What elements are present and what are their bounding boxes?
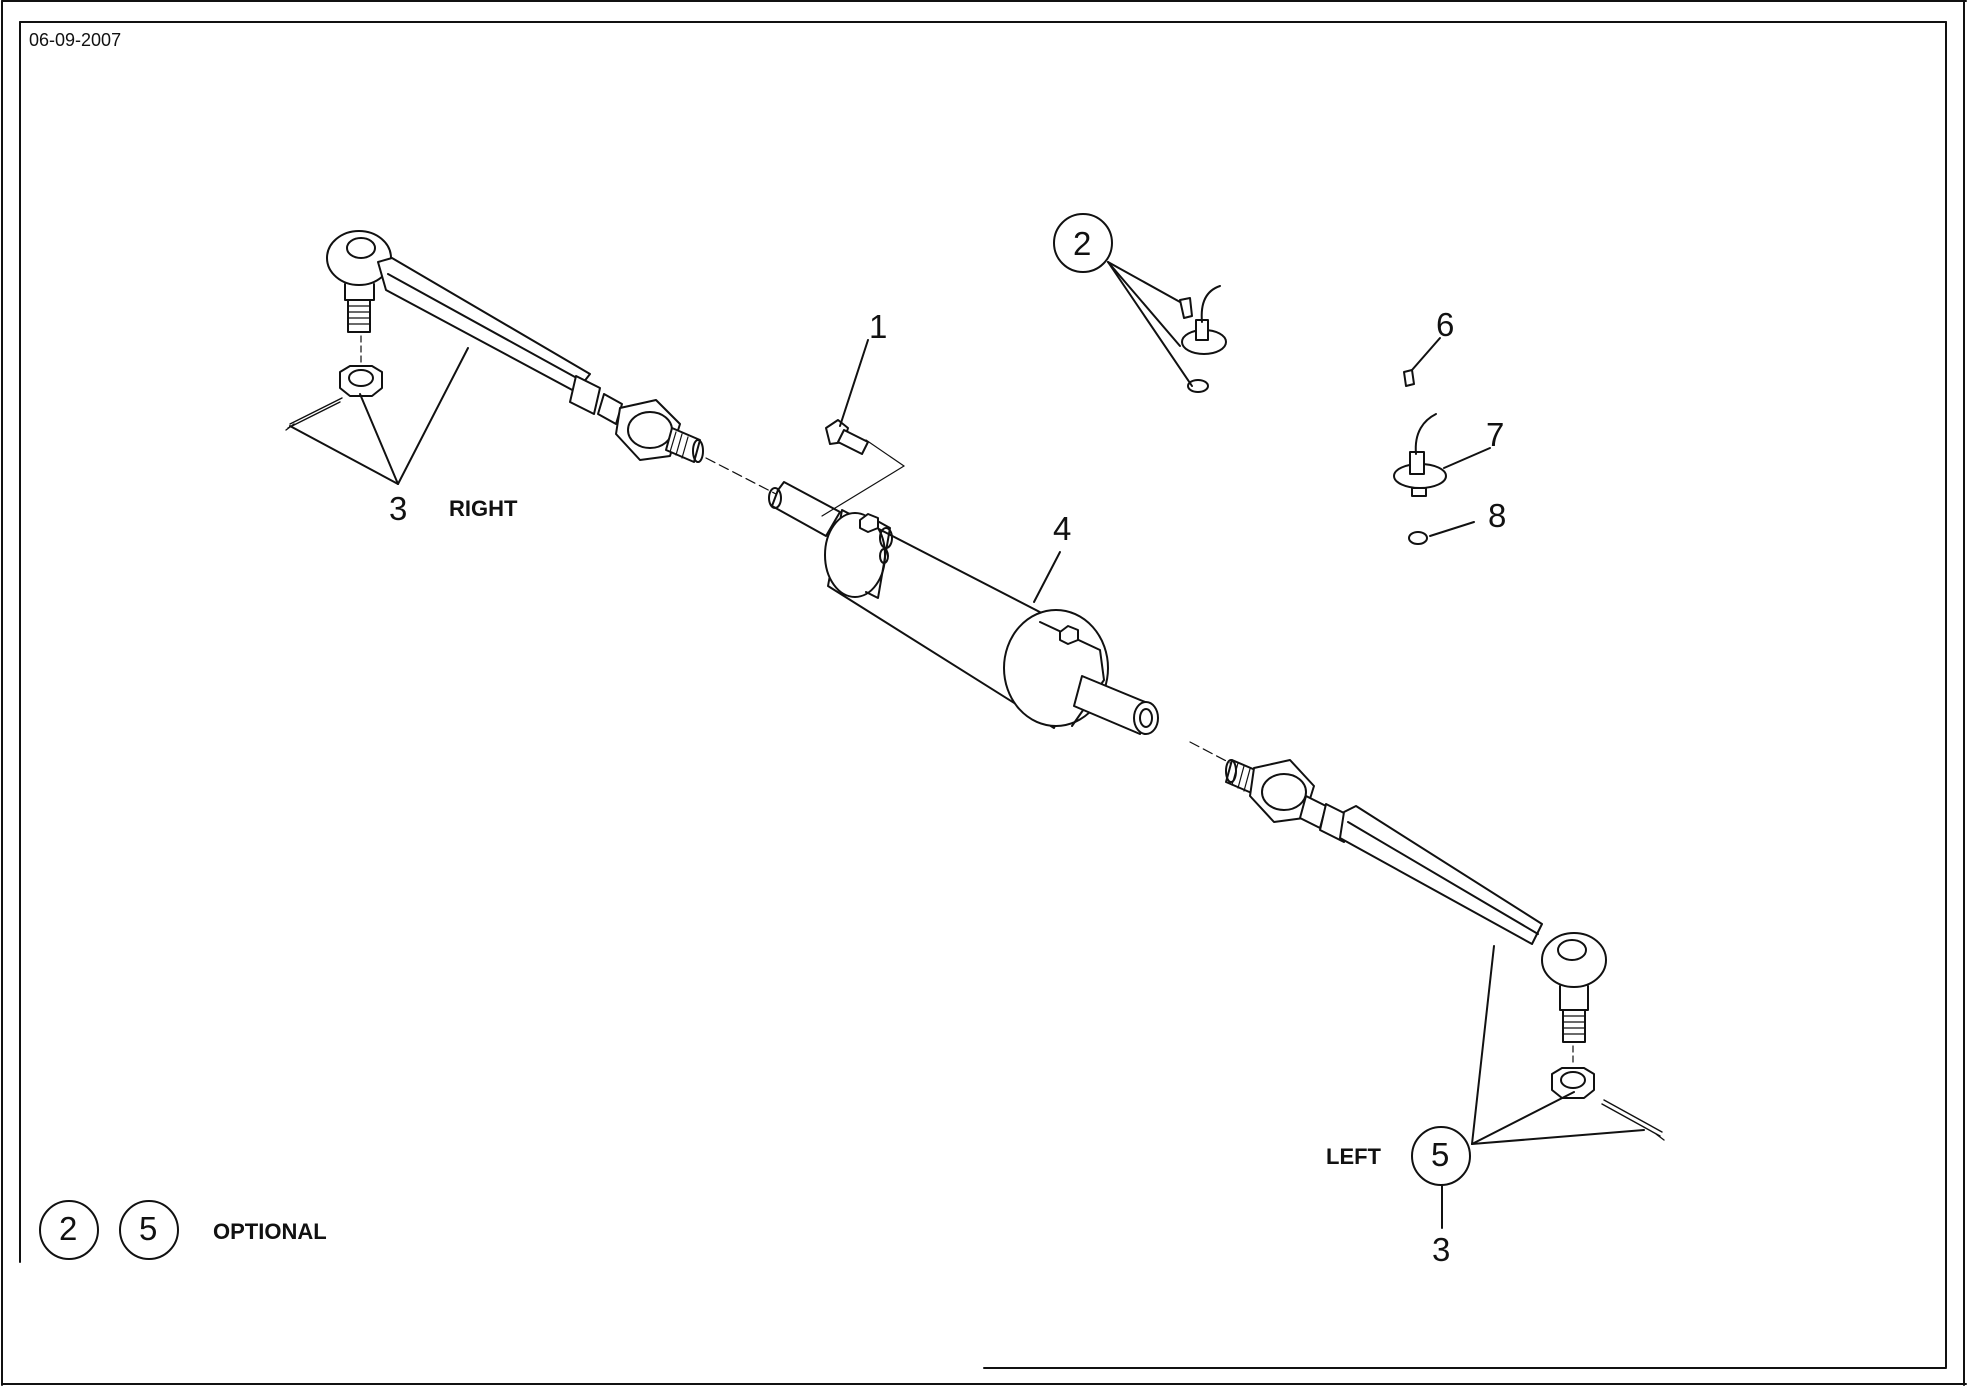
legend-5-circle xyxy=(119,1200,179,1260)
legend-2-circle xyxy=(39,1200,99,1260)
callout-5-circle xyxy=(1411,1126,1471,1186)
left-tie-rod xyxy=(1189,741,1665,1141)
label-right: RIGHT xyxy=(449,496,518,521)
callout-6: 6 xyxy=(1436,306,1455,343)
sensor-items-6-7-8 xyxy=(1393,369,1447,545)
callout-1: 1 xyxy=(869,308,888,345)
callout-7: 7 xyxy=(1486,416,1505,453)
steering-cylinder xyxy=(768,481,1159,735)
callout-8: 8 xyxy=(1488,497,1507,534)
label-left: LEFT xyxy=(1326,1144,1381,1169)
callout-2-circle xyxy=(1053,213,1113,273)
callout-4: 4 xyxy=(1053,510,1072,547)
right-tie-rod xyxy=(285,230,777,495)
callout-3-left: 3 xyxy=(1432,1231,1451,1268)
legend-callout-2: 2 xyxy=(59,1210,78,1247)
drawing-date: 06-09-2007 xyxy=(29,30,122,50)
callout-3-right: 3 xyxy=(389,490,408,527)
bolt-item-1 xyxy=(821,419,905,517)
leader-lines xyxy=(289,261,1645,1229)
label-optional: OPTIONAL xyxy=(213,1219,327,1244)
callout-5: 5 xyxy=(1431,1136,1450,1173)
callout-2: 2 xyxy=(1073,225,1092,262)
sensor-item-2 xyxy=(1179,285,1227,393)
legend-callout-5: 5 xyxy=(139,1210,158,1247)
